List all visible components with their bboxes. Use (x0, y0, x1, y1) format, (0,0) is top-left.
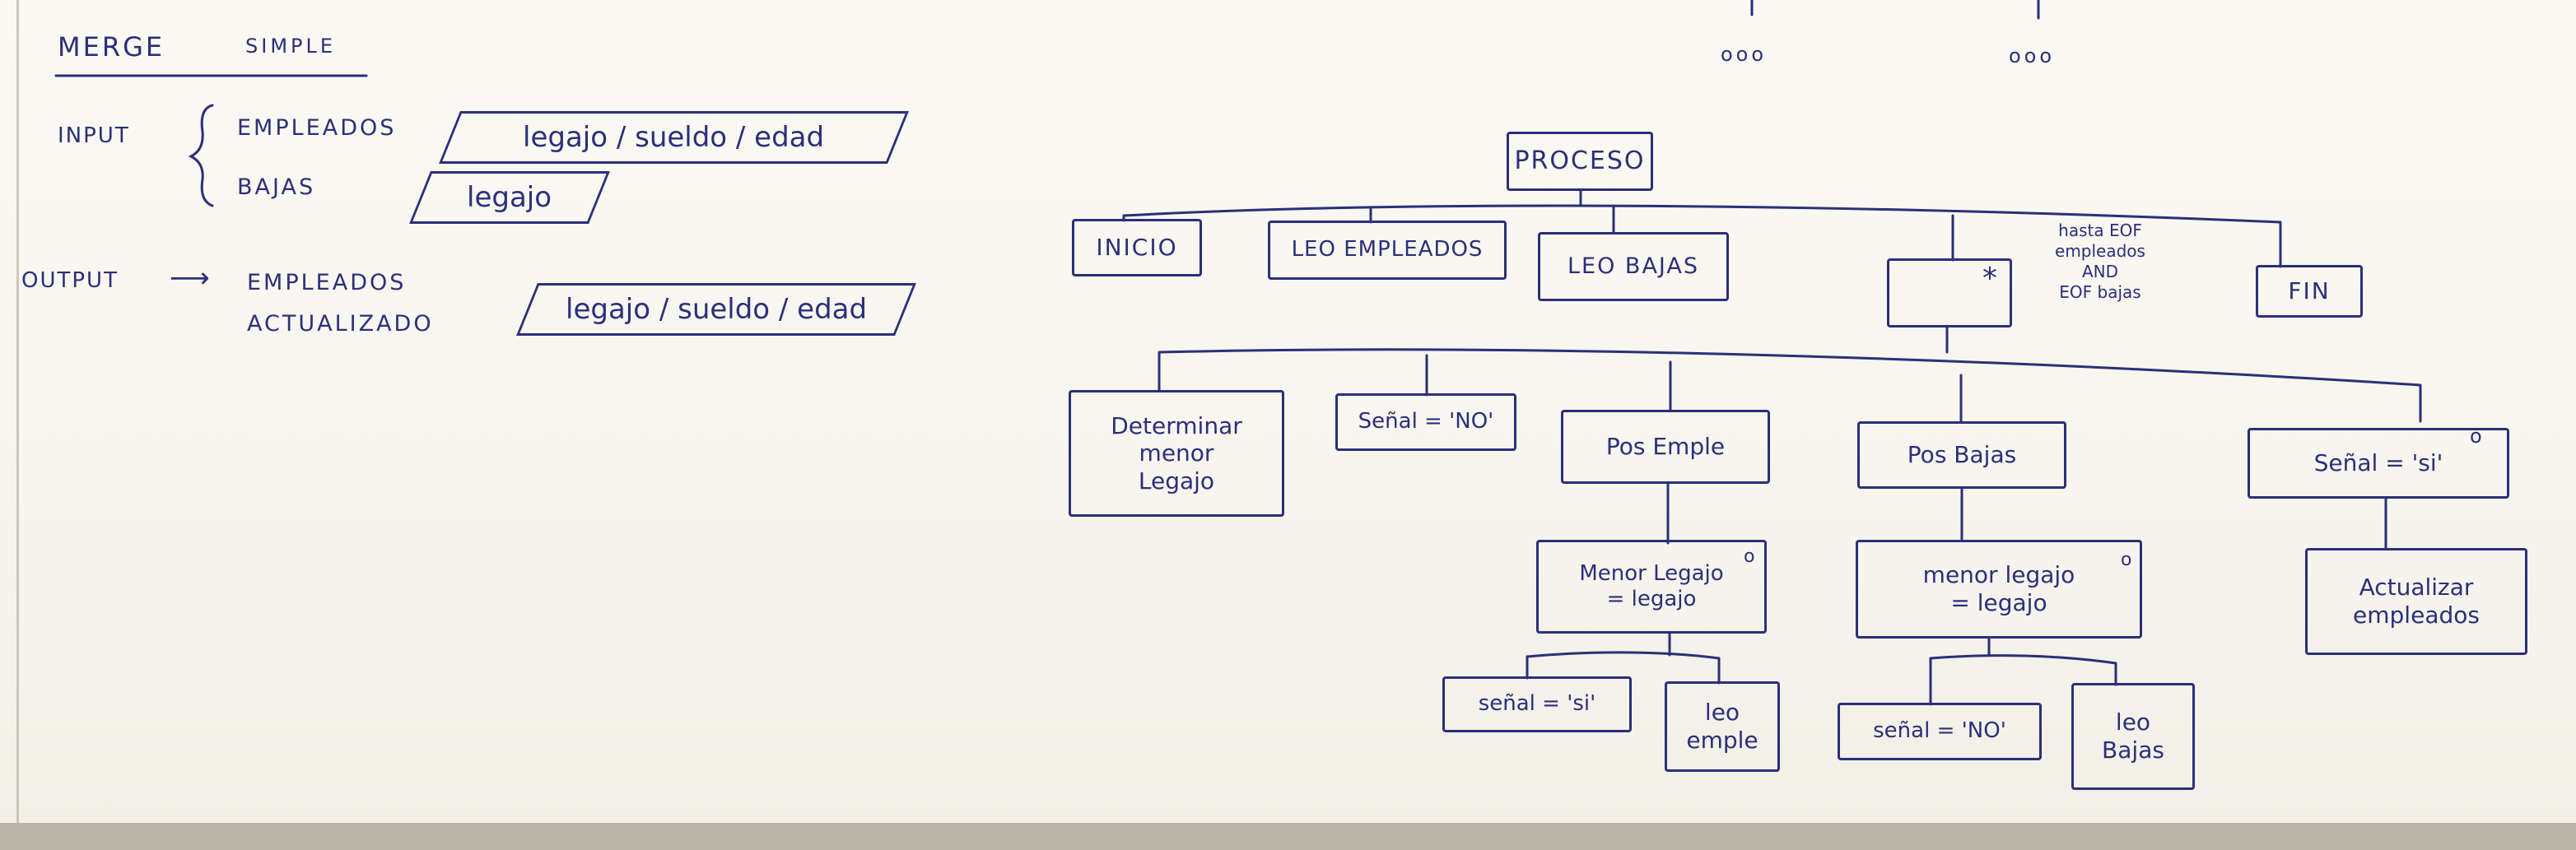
node-inicio: INICIO (1072, 219, 1202, 276)
page-subtitle: SIMPLE (245, 35, 337, 58)
loop-condition: hasta EOF empleados AND EOF bajas (2055, 221, 2145, 302)
output-record: legajo / sueldo / edad (516, 283, 916, 336)
output-label: OUTPUT (21, 268, 119, 293)
node-pos-emple: Pos Emple (1561, 410, 1770, 484)
input-brace (188, 104, 214, 207)
input-record-bajas: legajo (409, 171, 610, 224)
input-label: INPUT (58, 123, 130, 148)
node-determinar-menor-legajo: Determinar menor Legajo (1069, 390, 1284, 517)
input-file-empleados: EMPLEADOS (237, 115, 397, 141)
node-inicio-label: INICIO (1096, 234, 1178, 262)
node-leo-bajas-label: LEO BAJAS (1567, 253, 1700, 279)
node-leo-bajas-2: leo Bajas (2071, 683, 2195, 790)
node-leo-empleados: LEO EMPLEADOS (1268, 221, 1507, 280)
node-senal-si-emple: señal = 'si' (1442, 676, 1632, 732)
node-leo-bajas: LEO BAJAS (1538, 232, 1729, 301)
node-senal-no: Señal = 'NO' (1335, 393, 1516, 451)
node-leo-emple: leo emple (1665, 681, 1780, 772)
selector-mark-bajas: o (2121, 550, 2132, 570)
node-loop (1887, 258, 2012, 327)
input-file-bajas: BAJAS (237, 174, 316, 200)
output-arrow: ⟶ (170, 262, 212, 295)
node-senal-si-label: Señal = 'si' (2313, 449, 2443, 477)
selector-mark-emple: o (1744, 546, 1755, 567)
paper-sheet (0, 0, 2576, 823)
node-proceso: PROCESO (1507, 132, 1653, 191)
node-actualizar-label: Actualizar empleados (2353, 574, 2480, 629)
node-senal-si-emple-label: señal = 'si' (1478, 691, 1596, 717)
output-file-line2: ACTUALIZADO (247, 311, 434, 337)
desk-edge (0, 823, 2576, 850)
node-fin: FIN (2256, 265, 2363, 318)
node-senal-no-bajas: señal = 'NO' (1838, 703, 2042, 760)
input-fields-empleados: legajo / sueldo / edad (523, 121, 825, 154)
node-determinar-label: Determinar menor Legajo (1111, 411, 1242, 495)
continuation-dots-left: ooo (1721, 43, 1768, 66)
node-menor-legajo-emple-label: Menor Legajo = legajo (1579, 560, 1724, 611)
node-pos-bajas-label: Pos Bajas (1907, 441, 2017, 469)
selector-mark-senal-si: o (2470, 425, 2482, 448)
node-actualizar-empleados: Actualizar empleados (2305, 548, 2527, 655)
node-pos-emple-label: Pos Emple (1605, 433, 1726, 461)
page-title: MERGE (58, 31, 165, 63)
node-pos-bajas: Pos Bajas (1857, 421, 2066, 489)
output-fields: legajo / sueldo / edad (565, 293, 868, 326)
output-file-line1: EMPLEADOS (247, 270, 407, 295)
node-senal-no-label: Señal = 'NO' (1358, 409, 1494, 434)
node-menor-legajo-bajas: menor legajo = legajo (1856, 540, 2142, 639)
node-leo-emple-label: leo emple (1686, 699, 1758, 754)
node-leo-bajas-2-label: leo Bajas (2102, 708, 2164, 764)
input-record-empleados: legajo / sueldo / edad (439, 111, 909, 164)
node-menor-legajo-emple: Menor Legajo = legajo (1536, 540, 1767, 634)
input-fields-bajas: legajo (467, 181, 552, 214)
node-fin-label: FIN (2288, 277, 2331, 305)
margin-line (16, 0, 19, 823)
node-senal-no-bajas-label: señal = 'NO' (1873, 718, 2006, 744)
node-senal-si: Señal = 'si' (2248, 428, 2509, 499)
node-leo-empleados-label: LEO EMPLEADOS (1291, 237, 1484, 262)
node-proceso-label: PROCESO (1514, 146, 1646, 175)
node-menor-legajo-bajas-label: menor legajo = legajo (1922, 561, 2075, 616)
continuation-dots-right: ooo (2009, 44, 2056, 67)
loop-iteration-marker: * (1982, 262, 1997, 295)
